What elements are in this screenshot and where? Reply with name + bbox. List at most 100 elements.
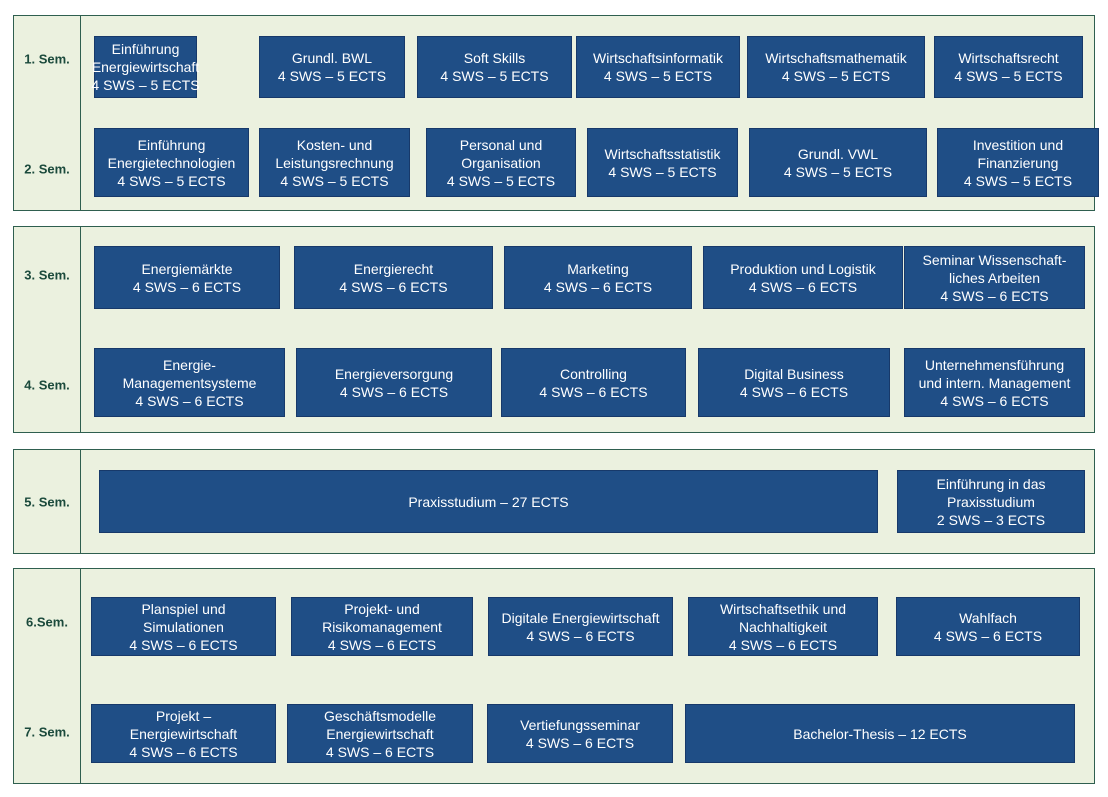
module-text-line: 4 SWS – 6 ECTS [339, 278, 448, 295]
module-text-line: Einführung [111, 41, 180, 57]
module-text-line: Produktion und Logistik [730, 260, 876, 277]
module-text-line: 4 SWS – 6 ECTS [539, 383, 648, 400]
module-text-line: 4 SWS – 5 ECTS [963, 172, 1073, 189]
module-text-line: Vertiefungsseminar [520, 716, 640, 733]
module-text-line: 4 SWS – 5 ECTS [117, 172, 226, 189]
module-box: Wirtschaftsinformatik 4 SWS – 5 ECTS [576, 36, 740, 98]
module-text-line: 4 SWS – 6 ECTS [129, 743, 238, 760]
module-text-line: 4 SWS – 6 ECTS [325, 743, 435, 760]
module-text-line: Planspiel und [141, 600, 226, 617]
module-text-line: Grundl. BWL [291, 50, 373, 66]
module-text-line: Energiewirtschaft [326, 725, 434, 742]
module-text-line: 4 SWS – 5 ECTS [954, 68, 1063, 84]
module-text-line: Soft Skills [463, 50, 526, 66]
module-text-line: Energiewirtschaft [129, 725, 238, 742]
module-text-line: Personal und [459, 136, 543, 153]
label-divider [80, 569, 81, 783]
semester-label: 5. Sem. [24, 494, 70, 510]
module-text-line: Finanzierung [977, 154, 1059, 171]
module-box: Wirtschaftsrecht 4 SWS – 5 ECTS [934, 36, 1083, 98]
module-text-line: 4 SWS – 6 ECTS [135, 392, 244, 409]
module-text-line: Kosten- und [296, 136, 373, 153]
module-text-line: Marketing [567, 260, 629, 277]
module-text-line: 4 SWS – 6 ECTS [739, 383, 849, 400]
module-text-line: 4 SWS – 5 ECTS [280, 172, 389, 189]
module-text-line: Wirtschaftsinformatik [593, 50, 723, 66]
module-text-line: Energieversorgung [334, 365, 454, 382]
label-divider [80, 227, 81, 432]
module-text-line: 4 SWS – 5 ECTS [608, 163, 717, 180]
semester-label: 4. Sem. [24, 377, 70, 393]
semester-label: 6.Sem. [26, 614, 68, 630]
module-text-line: Bachelor-Thesis – 12 ECTS [793, 725, 967, 742]
module-text-line: Einführung [137, 136, 206, 153]
module-text-line: Wirtschaftsethik und [719, 600, 847, 617]
module-text-line: 4 SWS – 6 ECTS [543, 278, 653, 295]
label-divider [80, 450, 81, 553]
module-text-line: 4 SWS – 6 ECTS [940, 287, 1049, 304]
module-text-line: Praxisstudium – 27 ECTS [408, 493, 569, 510]
module-text-line: Unternehmensführung [924, 356, 1065, 373]
label-divider [80, 16, 81, 210]
semester-label: 3. Sem. [24, 267, 70, 283]
semester-label: 1. Sem. [24, 51, 70, 67]
module-text-line: 4 SWS – 6 ECTS [526, 627, 635, 644]
module-text-line: Digitale Energiewirtschaft [501, 609, 660, 626]
module-text-line: Wahlfach [959, 609, 1017, 626]
module-text-line: Organisation [461, 154, 541, 171]
module-text-line: und intern. Management [918, 374, 1071, 391]
module-text-line: 4 SWS – 6 ECTS [129, 636, 238, 653]
module-text-line: Energiewirtschaft [91, 59, 200, 75]
module-text-line: 4 SWS – 6 ECTS [525, 734, 635, 751]
module-text-line: Praxisstudium [947, 493, 1035, 510]
module-text-line: 4 SWS – 5 ECTS [603, 68, 713, 84]
module-text-line: Energie- [163, 356, 216, 373]
module-text-line: 4 SWS – 6 ECTS [940, 392, 1049, 409]
module-text-line: 4 SWS – 5 ECTS [440, 68, 549, 84]
module-box: Bachelor-Thesis – 12 ECTS [685, 704, 1075, 763]
module-text-line: 4 SWS – 6 ECTS [132, 278, 242, 295]
module-text-line: 4 SWS – 5 ECTS [91, 77, 200, 93]
module-text-line: Leistungsrechnung [275, 154, 394, 171]
module-text-line: Projekt – [155, 707, 212, 724]
module-text-line: Grundl. VWL [797, 145, 879, 162]
module-text-line: Wirtschaftsmathematik [765, 50, 907, 66]
module-box: Praxisstudium – 27 ECTS [99, 470, 878, 533]
module-text-line: Nachhaltigkeit [739, 618, 827, 635]
module-text-line: Geschäftsmodelle [323, 707, 437, 724]
module-text-line: 4 SWS – 5 ECTS [277, 68, 387, 84]
module-text-line: Wirtschaftsrecht [958, 50, 1059, 66]
module-text-line: 4 SWS – 6 ECTS [748, 278, 858, 295]
module-text-line: Managementsysteme [122, 374, 257, 391]
module-text-line: Digital Business [744, 365, 844, 382]
module-text-line: Controlling [560, 365, 627, 382]
module-text-line: 4 SWS – 5 ECTS [446, 172, 556, 189]
module-box: Soft Skills 4 SWS – 5 ECTS [417, 36, 572, 98]
module-text-line: Wirtschaftsstatistik [604, 145, 721, 162]
module-text-line: Energietechnologien [107, 154, 236, 171]
